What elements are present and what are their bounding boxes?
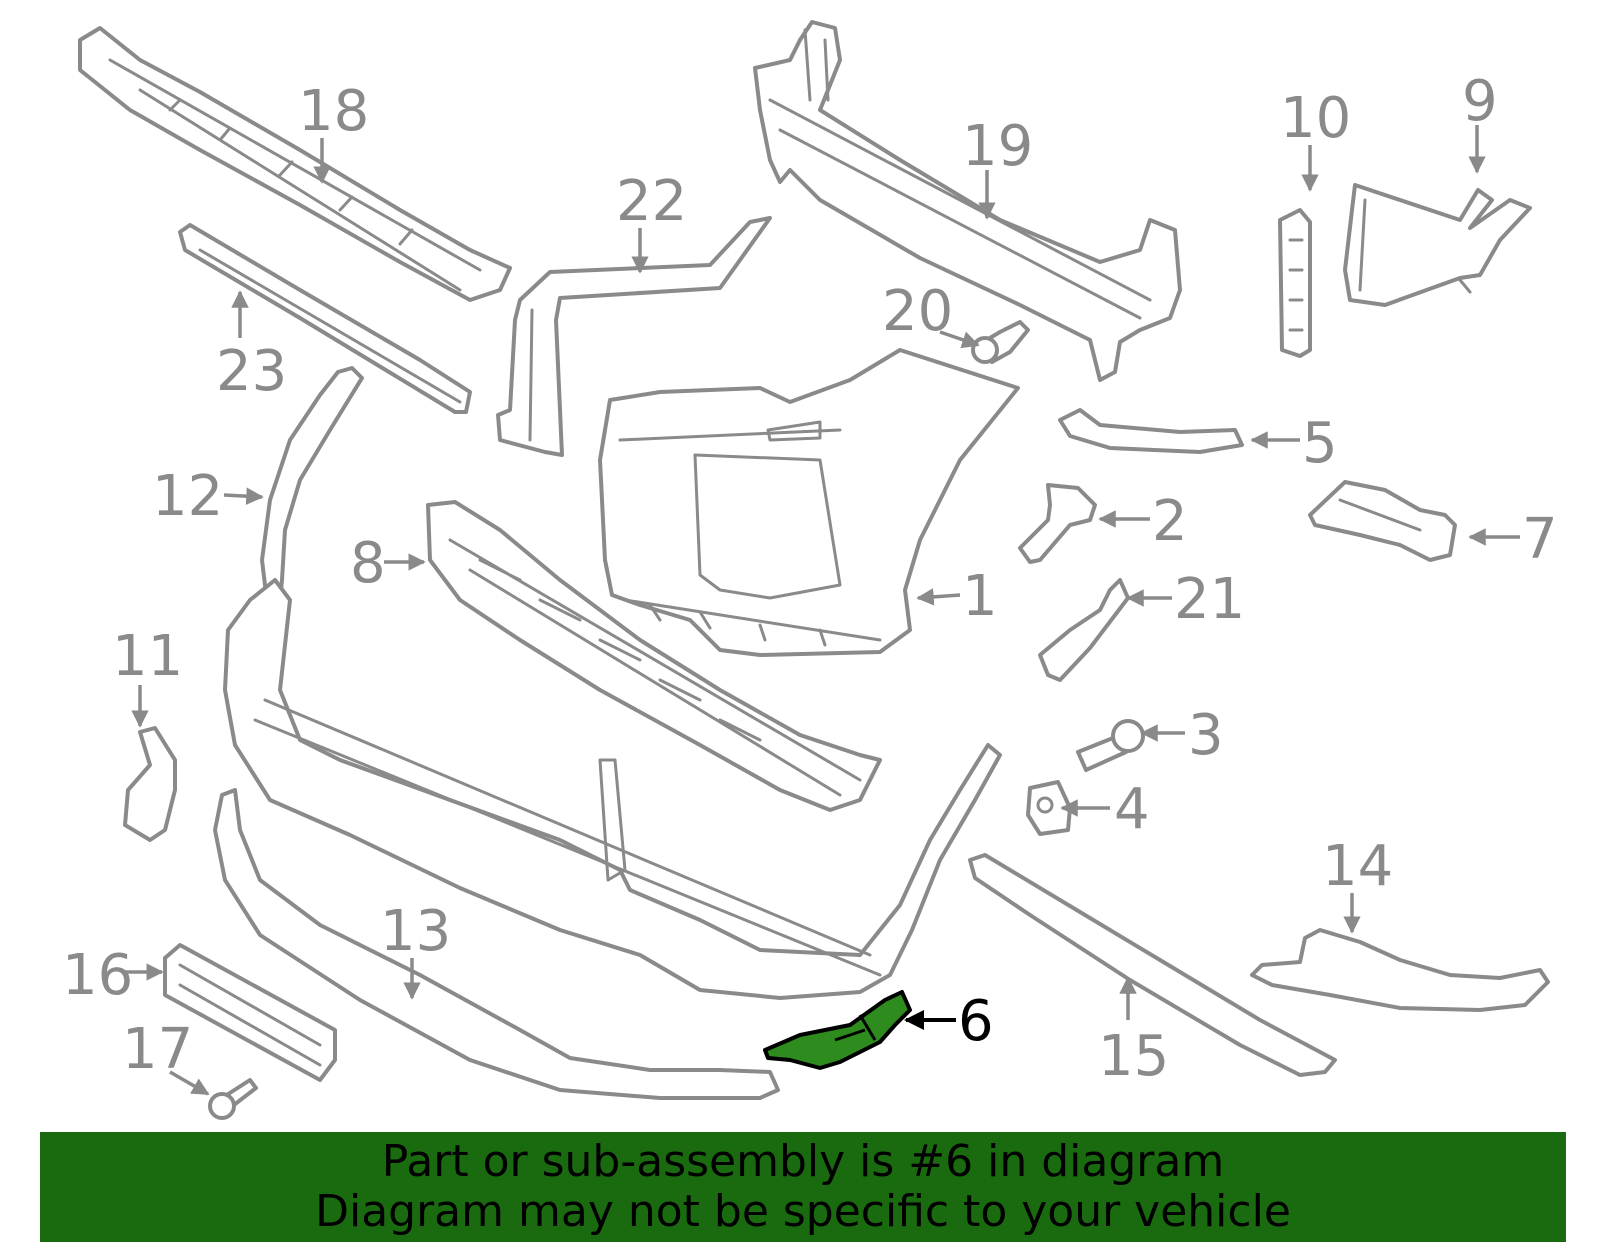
label-14: 14 — [1322, 834, 1393, 899]
part-19-reinforcement-bar — [753, 20, 1182, 382]
label-17: 17 — [122, 1017, 193, 1082]
info-banner: Part or sub-assembly is #6 in diagram Di… — [40, 1132, 1566, 1242]
label-10: 10 — [1280, 86, 1351, 151]
label-20: 20 — [882, 279, 953, 344]
part-16-grille-insert — [163, 943, 337, 1082]
label-13: 13 — [380, 899, 451, 964]
part-3-bolt — [1076, 719, 1145, 772]
label-1: 1 — [962, 564, 998, 629]
label-18: 18 — [298, 79, 369, 144]
part-4-nut — [1026, 780, 1072, 836]
part-15-lower-side-strip — [968, 853, 1337, 1077]
label-15: 15 — [1098, 1024, 1169, 1089]
part-22-side-bracket — [496, 216, 772, 457]
callout-arrows — [124, 125, 1520, 1096]
label-21: 21 — [1174, 567, 1245, 632]
part-23-upper-strip — [178, 223, 472, 414]
label-22: 22 — [616, 169, 687, 234]
label-7: 7 — [1522, 507, 1558, 572]
part-21-guide — [1038, 578, 1130, 682]
part-13-lower-trim — [213, 788, 780, 1100]
label-2: 2 — [1152, 489, 1188, 554]
label-8: 8 — [350, 531, 386, 596]
part-12-grille-frame — [260, 366, 364, 612]
part-11-bracket — [123, 726, 177, 842]
part-5-bracket — [1058, 408, 1244, 454]
part-9-side-bracket — [1343, 183, 1532, 307]
label-19: 19 — [962, 114, 1033, 179]
part-18-upper-absorber — [78, 26, 512, 302]
part-10-vertical-bracket — [1278, 208, 1312, 358]
part-17-push-pin — [208, 1078, 258, 1120]
banner-line-1: Part or sub-assembly is #6 in diagram — [381, 1136, 1225, 1187]
part-1-bumper-cover — [598, 348, 1020, 657]
part-14-side-trim — [1250, 928, 1550, 1012]
part-6-highlighted-bracket — [763, 990, 912, 1070]
part-2-clip-bracket — [1018, 483, 1097, 564]
banner-line-2: Diagram may not be specific to your vehi… — [315, 1186, 1291, 1237]
part-20-bolt — [971, 320, 1030, 364]
label-5: 5 — [1302, 411, 1338, 476]
label-12: 12 — [152, 464, 223, 529]
lower-bumper-frame — [223, 578, 1002, 1000]
label-11: 11 — [112, 624, 183, 689]
label-6-highlighted: 6 — [958, 989, 994, 1054]
label-3: 3 — [1188, 703, 1224, 768]
label-23: 23 — [216, 339, 287, 404]
label-9: 9 — [1462, 69, 1498, 134]
callout-labels: 18 23 22 19 20 10 9 5 7 2 21 1 3 4 12 8 … — [62, 69, 1558, 1089]
label-16: 16 — [62, 943, 133, 1008]
label-4: 4 — [1114, 777, 1150, 842]
part-7-side-guide — [1308, 480, 1457, 562]
part-8-grille — [426, 500, 882, 812]
